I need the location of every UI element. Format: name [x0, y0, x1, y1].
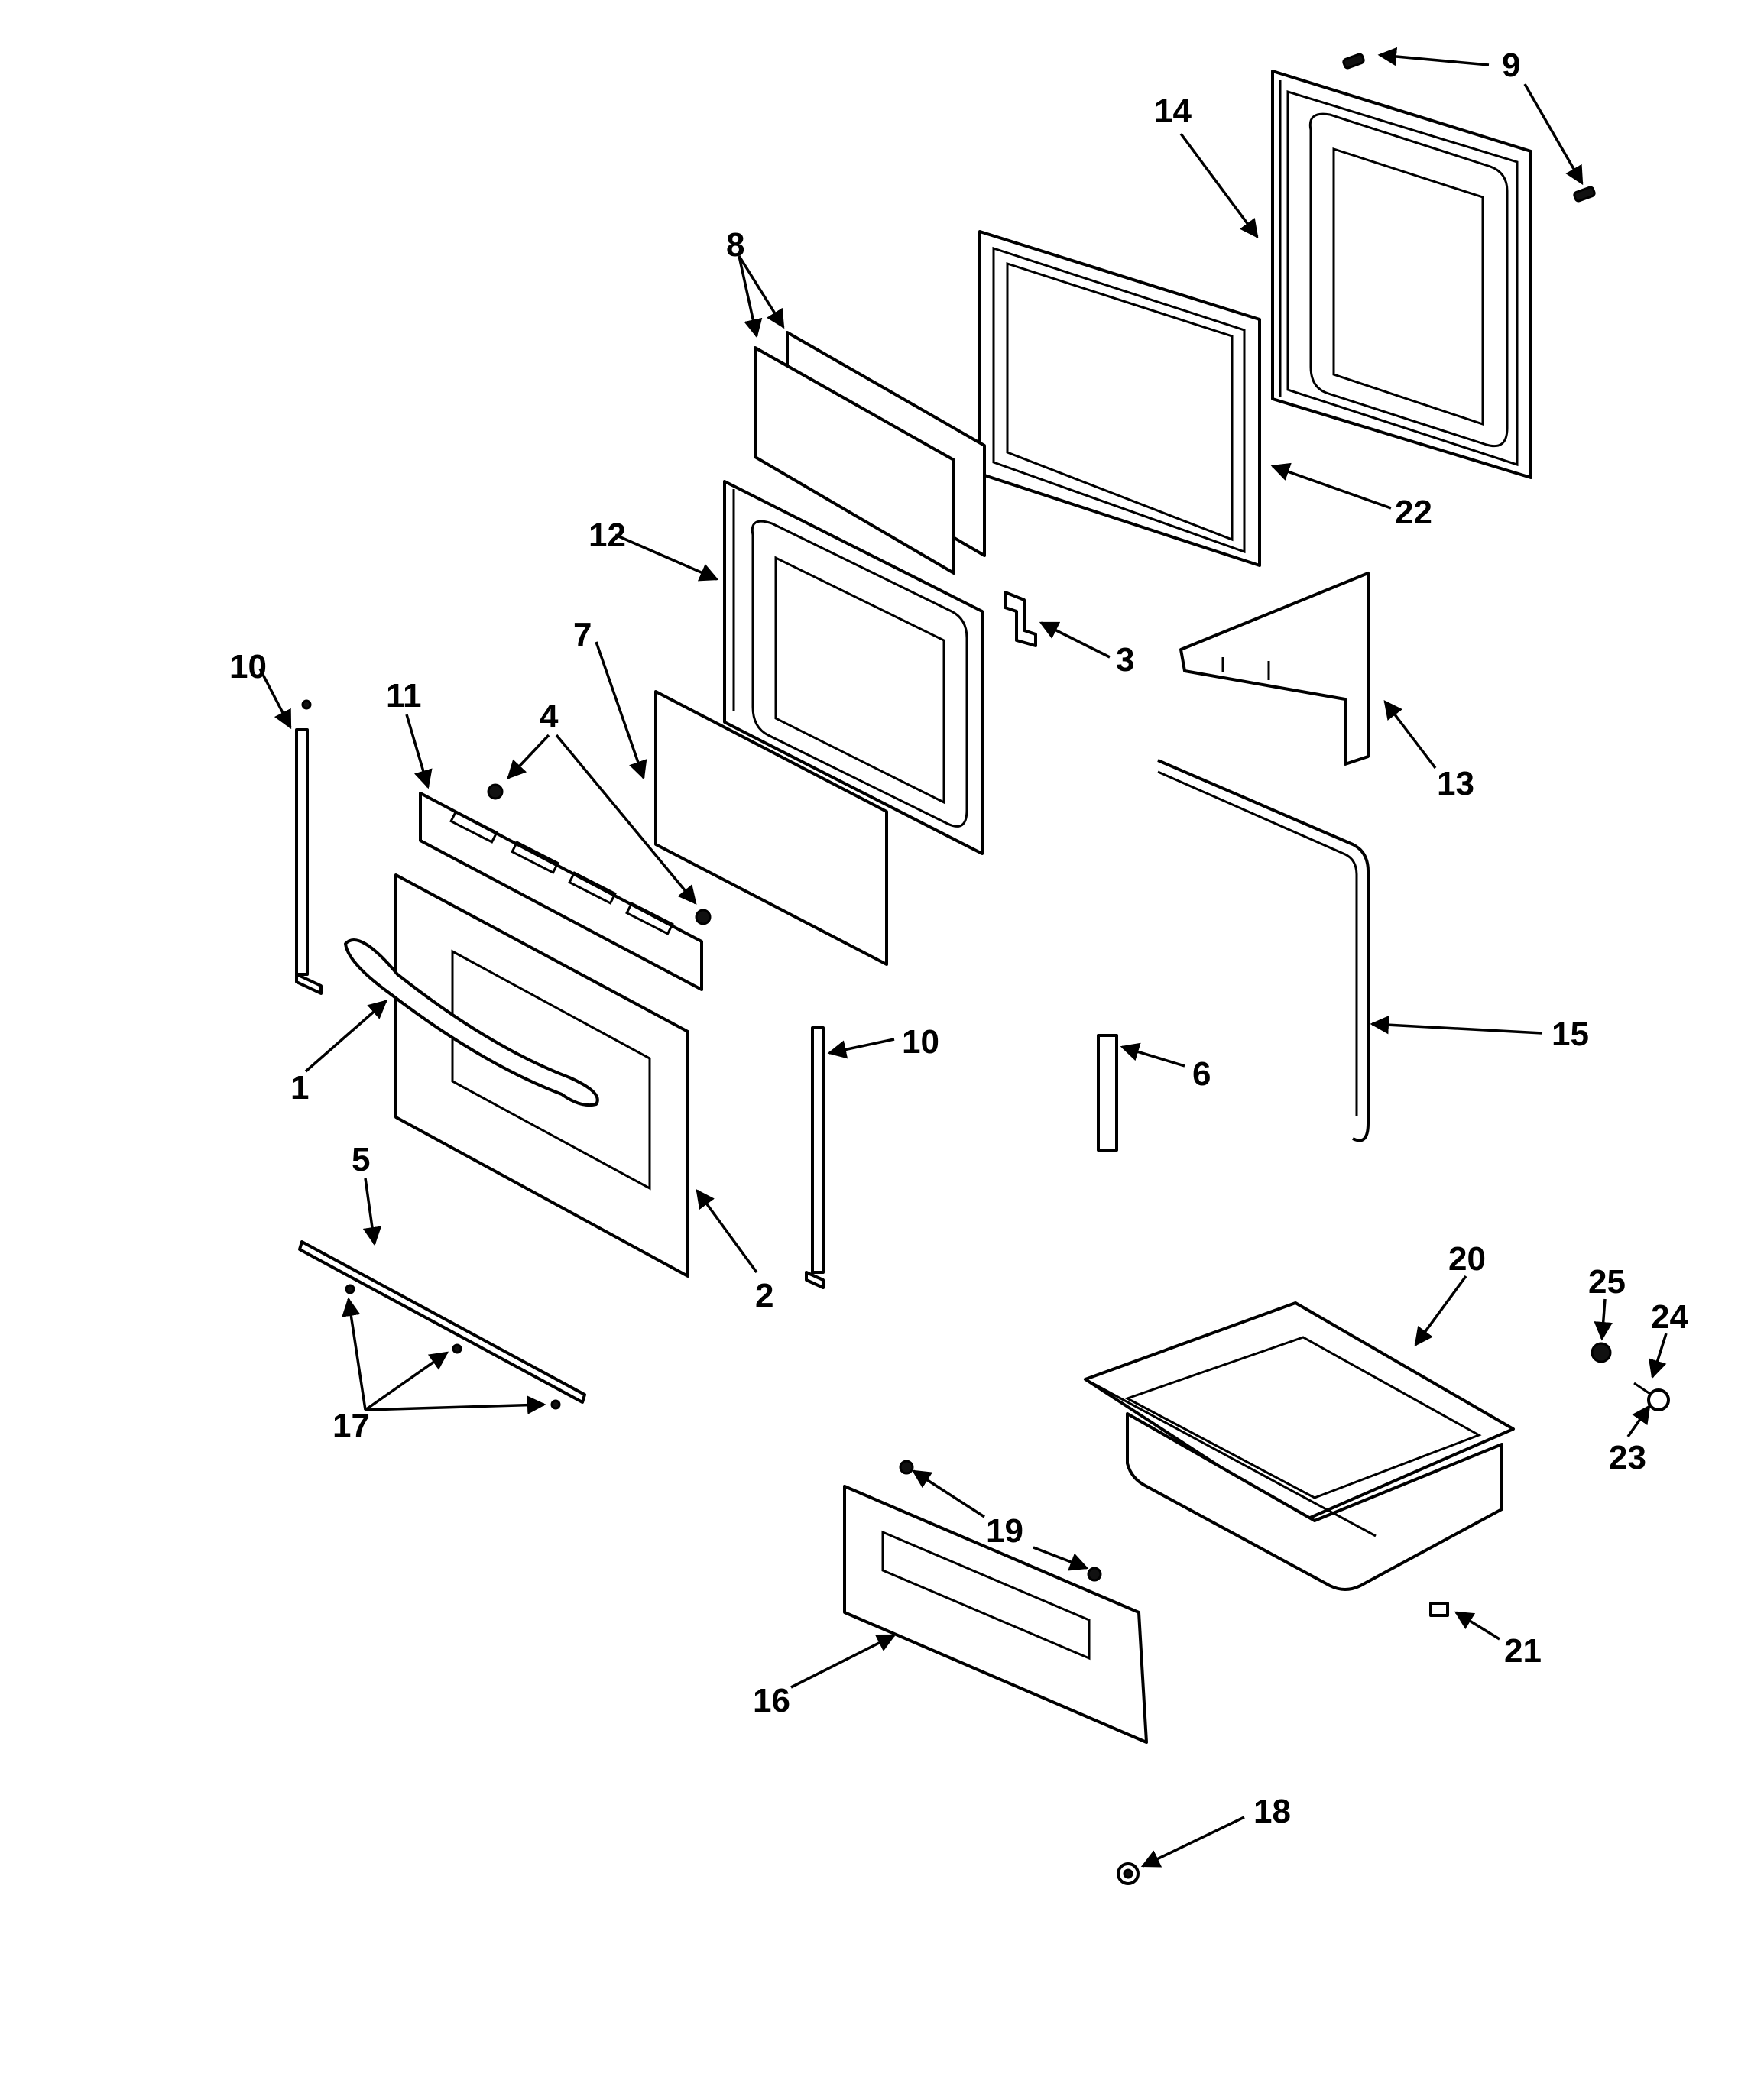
callout-10-right: 10 — [902, 1023, 939, 1061]
part-3-bracket — [1004, 591, 1037, 647]
part-11-vent-trim — [419, 792, 703, 991]
callout-17: 17 — [332, 1407, 370, 1444]
part-1-door-handle — [344, 938, 599, 1107]
callout-16: 16 — [753, 1682, 790, 1719]
part-14-door-inner-panel — [1271, 70, 1532, 479]
part-13-insulation — [1179, 572, 1370, 766]
callout-10-left: 10 — [229, 648, 267, 685]
callout-6: 6 — [1192, 1055, 1211, 1093]
callout-15: 15 — [1552, 1016, 1589, 1053]
part-15-door-gasket — [1157, 759, 1370, 1142]
part-4-screws — [487, 783, 712, 925]
part-8-glass-panels — [754, 331, 986, 575]
callout-4: 4 — [540, 698, 559, 735]
callout-8: 8 — [726, 226, 744, 264]
part-17-screws — [345, 1284, 561, 1410]
callout-24: 24 — [1651, 1298, 1688, 1336]
part-6-hinge — [1097, 1034, 1118, 1152]
callout-23: 23 — [1609, 1439, 1646, 1476]
leader-lines — [258, 47, 1668, 1868]
part-20-storage-drawer — [1084, 1301, 1515, 1591]
callout-21: 21 — [1504, 1632, 1542, 1670]
part-7-inner-glass — [654, 690, 888, 966]
part-12-door-liner — [723, 480, 984, 855]
callout-5: 5 — [352, 1141, 370, 1178]
part-23-24-glide — [1633, 1382, 1670, 1411]
callout-25: 25 — [1588, 1263, 1626, 1301]
callout-18: 18 — [1253, 1793, 1291, 1830]
callout-1: 1 — [290, 1069, 309, 1107]
callout-9: 9 — [1502, 47, 1520, 84]
part-10-side-trim-left — [295, 699, 323, 995]
callout-13: 13 — [1437, 765, 1474, 802]
callout-14: 14 — [1154, 92, 1192, 130]
callout-2: 2 — [755, 1277, 773, 1314]
callout-11: 11 — [386, 677, 422, 714]
callout-12: 12 — [589, 517, 626, 554]
part-21-bumper — [1429, 1602, 1449, 1617]
callout-labels: 9 14 8 22 12 3 7 13 10 11 4 15 10 6 1 2 … — [229, 47, 1688, 1830]
part-16-drawer-panel — [843, 1485, 1148, 1744]
part-19-screws — [899, 1460, 1102, 1582]
callout-19: 19 — [986, 1512, 1023, 1550]
part-10-side-trim-right — [805, 1026, 825, 1289]
callout-22: 22 — [1395, 494, 1432, 531]
part-18-nut — [1117, 1862, 1140, 1885]
callout-20: 20 — [1448, 1240, 1486, 1278]
part-22-door-frame — [978, 230, 1261, 567]
part-25-nut — [1591, 1342, 1612, 1363]
callout-3: 3 — [1116, 641, 1134, 679]
callout-7: 7 — [573, 616, 592, 653]
part-9-screws — [1342, 53, 1596, 203]
part-5-bottom-trim — [298, 1240, 586, 1404]
